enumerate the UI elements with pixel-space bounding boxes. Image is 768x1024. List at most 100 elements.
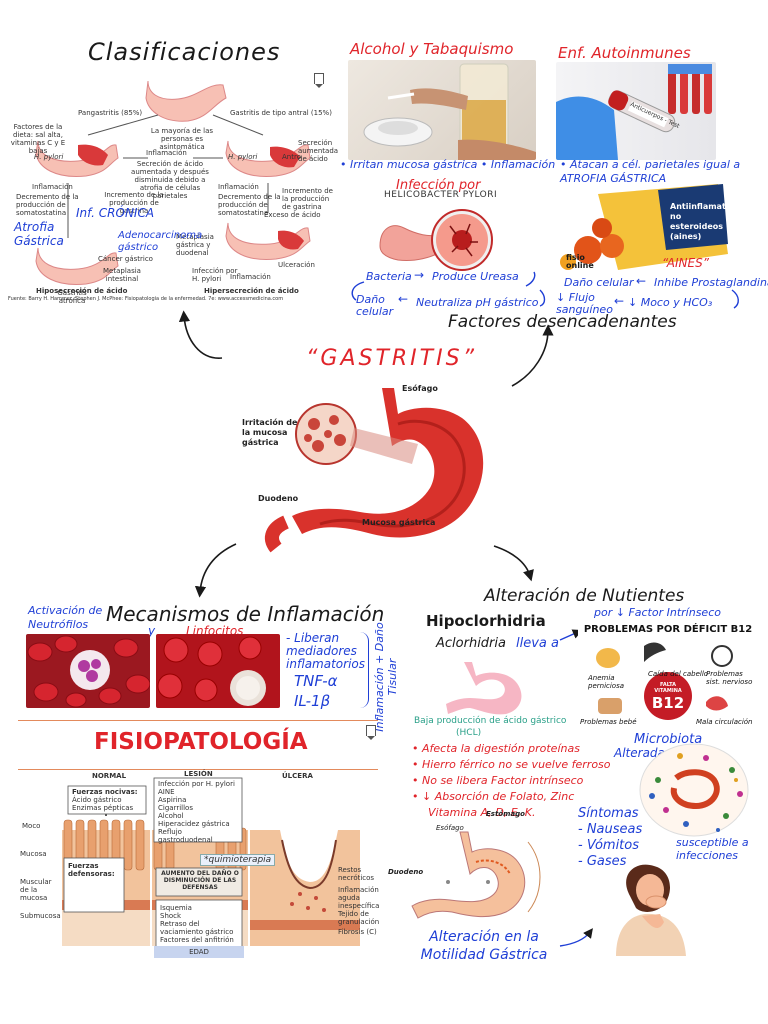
fisio-submucosa: Submucosa — [20, 912, 61, 920]
fisio-fuerzas-def: Fuerzas defensoras: — [68, 862, 118, 878]
fisio-header: FISIOPATOLOGÍA — [18, 720, 378, 770]
label-exceso-acido: Exceso de ácido — [264, 211, 321, 219]
fisio-diagram: NORMAL LESIÓN ÚLCERA Fuerzas nocivas: Ác… — [20, 770, 380, 956]
b12-badge: B12 — [650, 694, 686, 712]
hand-moco: ↓ Moco y HCO₃ — [628, 296, 712, 309]
label-ulceracion: Ulceración — [278, 261, 315, 269]
hand-produce-ureasa: Produce Ureasa — [432, 270, 519, 283]
hand-atrofia: Atrofia Gástrica — [14, 220, 70, 248]
stomach-illustration: Esófago Irritación de la mucosa gástrica… — [242, 384, 502, 554]
label-inflamacion-left2: Inflamación — [32, 183, 73, 191]
label-mayoria: La mayoría de las personas es asintomáti… — [148, 127, 216, 151]
label-inflamacion-right: Inflamación — [218, 183, 259, 191]
fisio-alcohol: Alcohol — [158, 812, 184, 820]
fisio-cigarrillos: Cigarrillos — [158, 804, 193, 812]
fisio-mucosa: Mucosa — [20, 850, 47, 858]
hand-factor-intrinseco: por ↓ Factor Intrínseco — [594, 606, 721, 619]
b12-problemas-sist: Problemas sist. nervioso — [706, 670, 756, 686]
fisio-infeccion: Infección por H. pylori — [158, 780, 235, 788]
fisio-lesion: LESIÓN — [184, 770, 213, 778]
fisio-moco: Moco — [22, 822, 40, 830]
hand-irritan: • Irritan mucosa gástrica • Inflamación — [340, 158, 555, 171]
label-hpylori-left: H. pylori — [34, 153, 63, 161]
b12-problemas-bebe: Problemas bebé — [580, 718, 637, 726]
label-esofago: Esófago — [402, 384, 438, 393]
motility-esofago: Esófago — [436, 824, 464, 832]
hand-bacteria: Bacteria — [366, 270, 412, 283]
fisio-aumento: AUMENTO DEL DAÑO O DISMINUCIÓN DE LAS DE… — [160, 870, 240, 891]
fisio-shock: Shock — [160, 912, 181, 920]
hand-no-libera: • No se libera Factor intrínseco — [412, 774, 583, 787]
title-factores: Factores desencadenantes — [448, 312, 677, 332]
label-antro: Antro — [282, 153, 301, 161]
neutrophil-photo — [26, 634, 150, 708]
label-incremento-right: Incremento de la producción de gastrina — [282, 187, 340, 211]
motility-duodeno: Duodeno — [388, 868, 423, 876]
label-left-factors: Factores de la dieta: sal alta, vitamina… — [8, 123, 68, 155]
b12-panel: PROBLEMAS POR DÉFICIT B12 Anemia pernici… — [578, 622, 758, 732]
nausea-woman-illustration — [592, 856, 692, 956]
fisio-restos: Restos necróticos — [338, 866, 380, 882]
microbiota-circle — [636, 740, 752, 838]
motility-estomago: Estómago — [486, 810, 525, 818]
hand-inf-cronica: Inf. CRÓNICA — [76, 206, 154, 220]
alcohol-tobacco-photo — [348, 60, 536, 160]
helicobacter-panel: HELICOBACTER PYLORI — [370, 186, 520, 274]
lymphocyte-photo — [156, 634, 280, 708]
title-alteracion: Alteración de Nutientes — [484, 586, 684, 606]
title-mecanismos: Mecanismos de Inflamación — [106, 602, 384, 626]
classification-diagram: Pangastritis (85%) Gastritis de tipo ant… — [8, 63, 340, 303]
fisio-retraso: Retraso del vaciamiento gástrico — [160, 920, 240, 936]
label-inflamacion-top: Inflamación — [146, 149, 187, 157]
label-inflamacion-bottom: Inflamación — [230, 273, 271, 281]
fisio-isquemia: Isquemia — [160, 904, 192, 912]
hand-nauseas: - Nauseas — [578, 822, 642, 837]
fisio-fuerzas-nocivas: Fuerzas nocivas: — [72, 788, 138, 796]
fisio-inflamacion-aguda: Inflamación aguda inespecífica — [338, 886, 380, 910]
autoinmune-photo: Anticuerpos - Test — [556, 62, 716, 160]
label-hiposecrecion-bottom: Hiposecreción de ácido — [36, 287, 127, 295]
fisio-edad-bar: EDAD — [154, 946, 244, 958]
label-fuente: Fuente: Barry H. Hammer, Stephen J. McPh… — [8, 296, 338, 302]
bookmark-icon[interactable] — [366, 725, 376, 736]
arrow-2: ← — [398, 292, 408, 306]
arrow-1: → — [414, 268, 424, 282]
label-hcl: (HCL) — [456, 728, 481, 738]
hand-vomitos: - Vómitos — [578, 838, 639, 853]
hand-absorcion: • ↓ Absorción de Folato, Zinc — [412, 790, 574, 803]
fisio-normal: NORMAL — [92, 772, 126, 780]
hand-aines: “AINES” — [662, 256, 709, 270]
label-hpylori-right: H. pylori — [228, 153, 257, 161]
hand-neutraliza: Neutraliza pH gástrico — [416, 296, 539, 309]
hand-afecta: • Afecta la digestión proteínas — [412, 742, 580, 755]
label-mucosa: Mucosa gástrica — [362, 518, 435, 527]
hand-lleva-a: lleva a — [516, 636, 559, 651]
fisio-reflujo: Reflujo gastroduodenal — [158, 828, 238, 844]
label-duodeno: Duodeno — [258, 494, 298, 503]
title-autoinmunes: Enf. Autoinmunes — [558, 44, 691, 62]
b12-mala-circ: Mala circulación — [696, 718, 753, 726]
fisio-ulcera: ÚLCERA — [282, 772, 313, 780]
title-clasificaciones: Clasificaciones — [88, 38, 280, 66]
b12-caida: Caída del cabello — [648, 670, 708, 678]
fisio-fibrosis: Fibrosis (C) — [338, 928, 377, 936]
hand-atacan: • Atacan a cél. parietales igual a ATROF… — [560, 158, 750, 186]
fisio-muscular: Muscular de la mucosa — [20, 878, 62, 902]
label-secrecion-aum: Secreción aumentada de ácido — [298, 139, 340, 163]
fisio-tejido: Tejido de granulación — [338, 910, 380, 926]
hand-liberan: - Liberan mediadores inflamatorios — [286, 632, 370, 671]
hand-motilidad: Alteración en la Motilidad Gástrica — [404, 928, 564, 964]
fisio-factores-host: Factores del anfitrión — [160, 936, 234, 944]
brace — [360, 632, 369, 708]
fisio-aine: AINE — [158, 788, 175, 796]
fisio-hiperacidez: Hiperacidez gástrica — [158, 820, 230, 828]
label-metaplasia: Metaplasia intestinal — [94, 267, 150, 283]
label-pangastritis: Pangastritis (85%) — [78, 109, 142, 117]
label-hipersecrecion: Hipersecreción de ácido — [204, 287, 299, 295]
hand-dano-celular-right: Daño celular — [564, 276, 634, 289]
hand-tnf: TNF-α — [294, 672, 338, 690]
fisio-quimio: *quimioterapia — [200, 854, 275, 866]
hand-hierro: • Hierro férrico no se vuelve ferroso — [412, 758, 611, 771]
motility-diagram: Estómago Esófago Duodeno — [388, 812, 564, 930]
label-baja-produccion: Baja producción de ácido gástrico — [414, 716, 566, 726]
